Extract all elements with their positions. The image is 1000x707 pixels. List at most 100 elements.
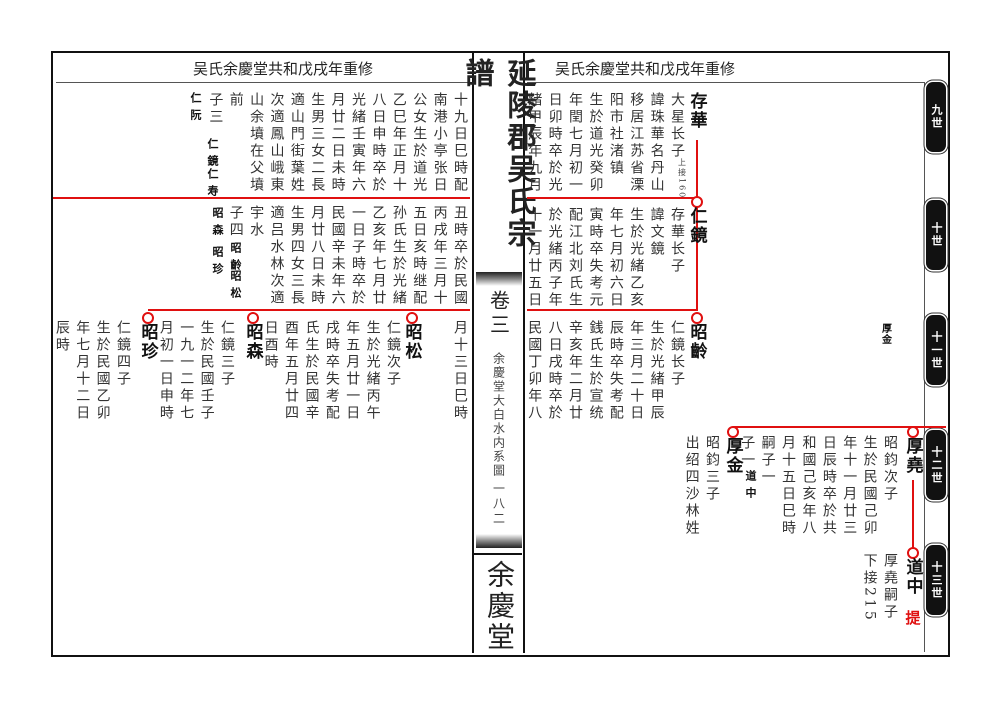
text-column: 十九日巳時配: [452, 92, 468, 194]
text-column: 昭鈞次子: [882, 435, 898, 503]
text-column: 銭氏生於宣统: [587, 320, 604, 422]
son-name: 仁寿: [206, 168, 219, 202]
person-name: 昭珍: [137, 323, 158, 361]
text-column: 年七月初六日: [607, 207, 624, 309]
text-column: 諱文鏡: [648, 207, 665, 258]
header-right: 吴氏余慶堂共和戊戌年重修: [555, 60, 736, 78]
tab-generation-12[interactable]: 十二世: [926, 430, 946, 500]
text-column: 適山門街葉姓: [288, 92, 305, 194]
text-column: 丑時卒於民國: [452, 205, 468, 307]
text-column: 子一: [739, 435, 756, 469]
text-column: 嗣子一: [759, 435, 776, 486]
text-column: 諱珠華名丹山: [648, 92, 665, 194]
spine-hall: 余慶堂: [483, 560, 516, 653]
spine-divider: [476, 272, 522, 286]
node-marker-icon: [691, 196, 703, 208]
entry-text: 仁鏡四子生於民國乙卯年七月十二日辰時: [51, 320, 133, 422]
entry-text: 丑時卒於民國丙戌年三月十五日亥時继配孙氏生於光緒乙亥年七月廿一日子時卒於民國辛未…: [225, 205, 470, 307]
entry-text: 存華长子諱文鏡生於光緒乙亥年七月初六日寅時卒失考元配江北刘氏生於光緒丙子年十一月…: [524, 207, 687, 309]
son-name: 昭松: [229, 270, 242, 304]
person-name: 厚金: [722, 437, 743, 475]
spine-title: 延陵郡吴氏宗譜: [461, 58, 537, 250]
entry-text: 厚堯嗣子下接215: [859, 553, 900, 623]
text-column: 孙氏生於光緒: [390, 205, 407, 307]
text-column: 南港小亭张日: [431, 92, 448, 194]
header-rule-right: [527, 82, 924, 83]
tab-column-rule: [924, 82, 925, 652]
text-column: 一日子時卒於: [350, 205, 367, 307]
text-column: 辰時卒失考配: [607, 320, 624, 422]
text-column: 乙亥年七月廿: [370, 205, 387, 307]
text-column: 仁鏡次子: [385, 320, 401, 388]
text-column: 厚堯嗣子: [882, 553, 898, 621]
text-column: 次適鳳山峨東: [268, 92, 285, 194]
text-column: 前: [227, 92, 244, 109]
son-name: 仁阮: [189, 92, 202, 126]
person-name: 仁鏡: [686, 207, 707, 245]
header-left: 吴氏余慶堂共和戊戌年重修: [193, 60, 374, 78]
tab-generation-10[interactable]: 十世: [926, 200, 946, 270]
spine-volume: 卷三: [486, 290, 511, 338]
entry-text: 昭鈞次子生於民國己卯年十一月廿三日辰時卒於共和國己亥年八月十五日巳時嗣子一子一: [737, 435, 900, 537]
entry-text: 大星长子諱珠華名丹山移居江苏省溧阳市社渚镇生於道光癸卯年閏七月初一日卯時卒於光緒…: [524, 92, 687, 194]
entry-text: 仁鏡长子生於光緒甲辰年三月二十日辰時卒失考配銭氏生於宣统辛亥年二月廿八日戌時卒於…: [524, 320, 687, 422]
text-column: 下接215: [861, 553, 878, 623]
tab-generation-13[interactable]: 十三世: [926, 545, 946, 615]
entry-text: 月十三日巳時: [452, 320, 468, 422]
reference-note: 上接160: [677, 158, 687, 200]
tab-generation-9[interactable]: 九世: [926, 82, 946, 152]
person-name: 昭松: [401, 323, 422, 361]
text-column: 年十一月廿三: [841, 435, 858, 537]
text-column: 年五月廿一日: [344, 320, 361, 422]
text-column: 仁鏡四子: [115, 320, 131, 388]
node-marker-icon: [406, 312, 418, 324]
text-column: 日卯時卒於光: [546, 92, 563, 194]
text-column: 配江北刘氏生: [567, 207, 584, 309]
spine-divider: [476, 534, 522, 548]
node-marker-icon: [727, 426, 739, 438]
text-column: 日辰時卒於共: [820, 435, 837, 537]
text-column: 酉年五月廿四: [283, 320, 300, 422]
text-column: 光緒壬寅年六: [350, 92, 367, 194]
text-column: 阳市社渚镇: [607, 92, 624, 177]
tab-generation-11[interactable]: 十一世: [926, 315, 946, 385]
lineage-line: [527, 309, 698, 311]
text-column: 仁鏡长子: [669, 320, 685, 388]
son-name: 昭珍: [211, 246, 224, 280]
lineage-line: [696, 140, 698, 310]
text-column: 移居江苏省溧: [628, 92, 645, 194]
text-column: 生於光緒乙亥: [628, 207, 645, 309]
mark-label: 提: [903, 610, 922, 631]
text-column: 日酉時: [262, 320, 279, 371]
text-column: 生於民國壬子: [198, 320, 215, 422]
text-column: 子三: [207, 92, 224, 126]
note: 厚金: [879, 323, 891, 345]
spine-frame: [472, 51, 525, 653]
text-column: 辰時: [53, 320, 70, 354]
text-column: 公女生於道光: [411, 92, 428, 194]
text-column: 民國辛未年六: [329, 205, 346, 307]
text-column: 大星长子: [669, 92, 685, 160]
person-name: 昭齡: [686, 323, 707, 361]
entry-text: 仁鏡三子生於民國壬子一九一二年七月初一日申時: [155, 320, 237, 422]
person-name: 道中: [902, 558, 923, 596]
text-column: 子四: [227, 205, 244, 239]
person-name: 存華: [686, 92, 707, 130]
node-marker-icon: [247, 312, 259, 324]
text-column: 存華长子: [669, 207, 685, 275]
text-column: 緒甲辰年九月: [526, 92, 543, 194]
header-rule-left: [56, 82, 470, 83]
text-column: 月廿八日未時: [309, 205, 326, 307]
son-name: 昭森: [211, 207, 224, 241]
text-column: 丙戌年三月十: [431, 205, 448, 307]
text-column: 生於道光癸卯: [587, 92, 604, 194]
node-marker-icon: [907, 426, 919, 438]
text-column: 民國丁卯年八: [526, 320, 543, 422]
text-column: 八日戌時卒於: [546, 320, 563, 422]
lineage-line: [148, 309, 470, 311]
text-column: 適吕水林次適: [268, 205, 285, 307]
text-column: 生於民國己卯: [861, 435, 878, 537]
text-column: 和國己亥年八: [800, 435, 817, 537]
text-column: 十一月廿五日: [526, 207, 543, 309]
